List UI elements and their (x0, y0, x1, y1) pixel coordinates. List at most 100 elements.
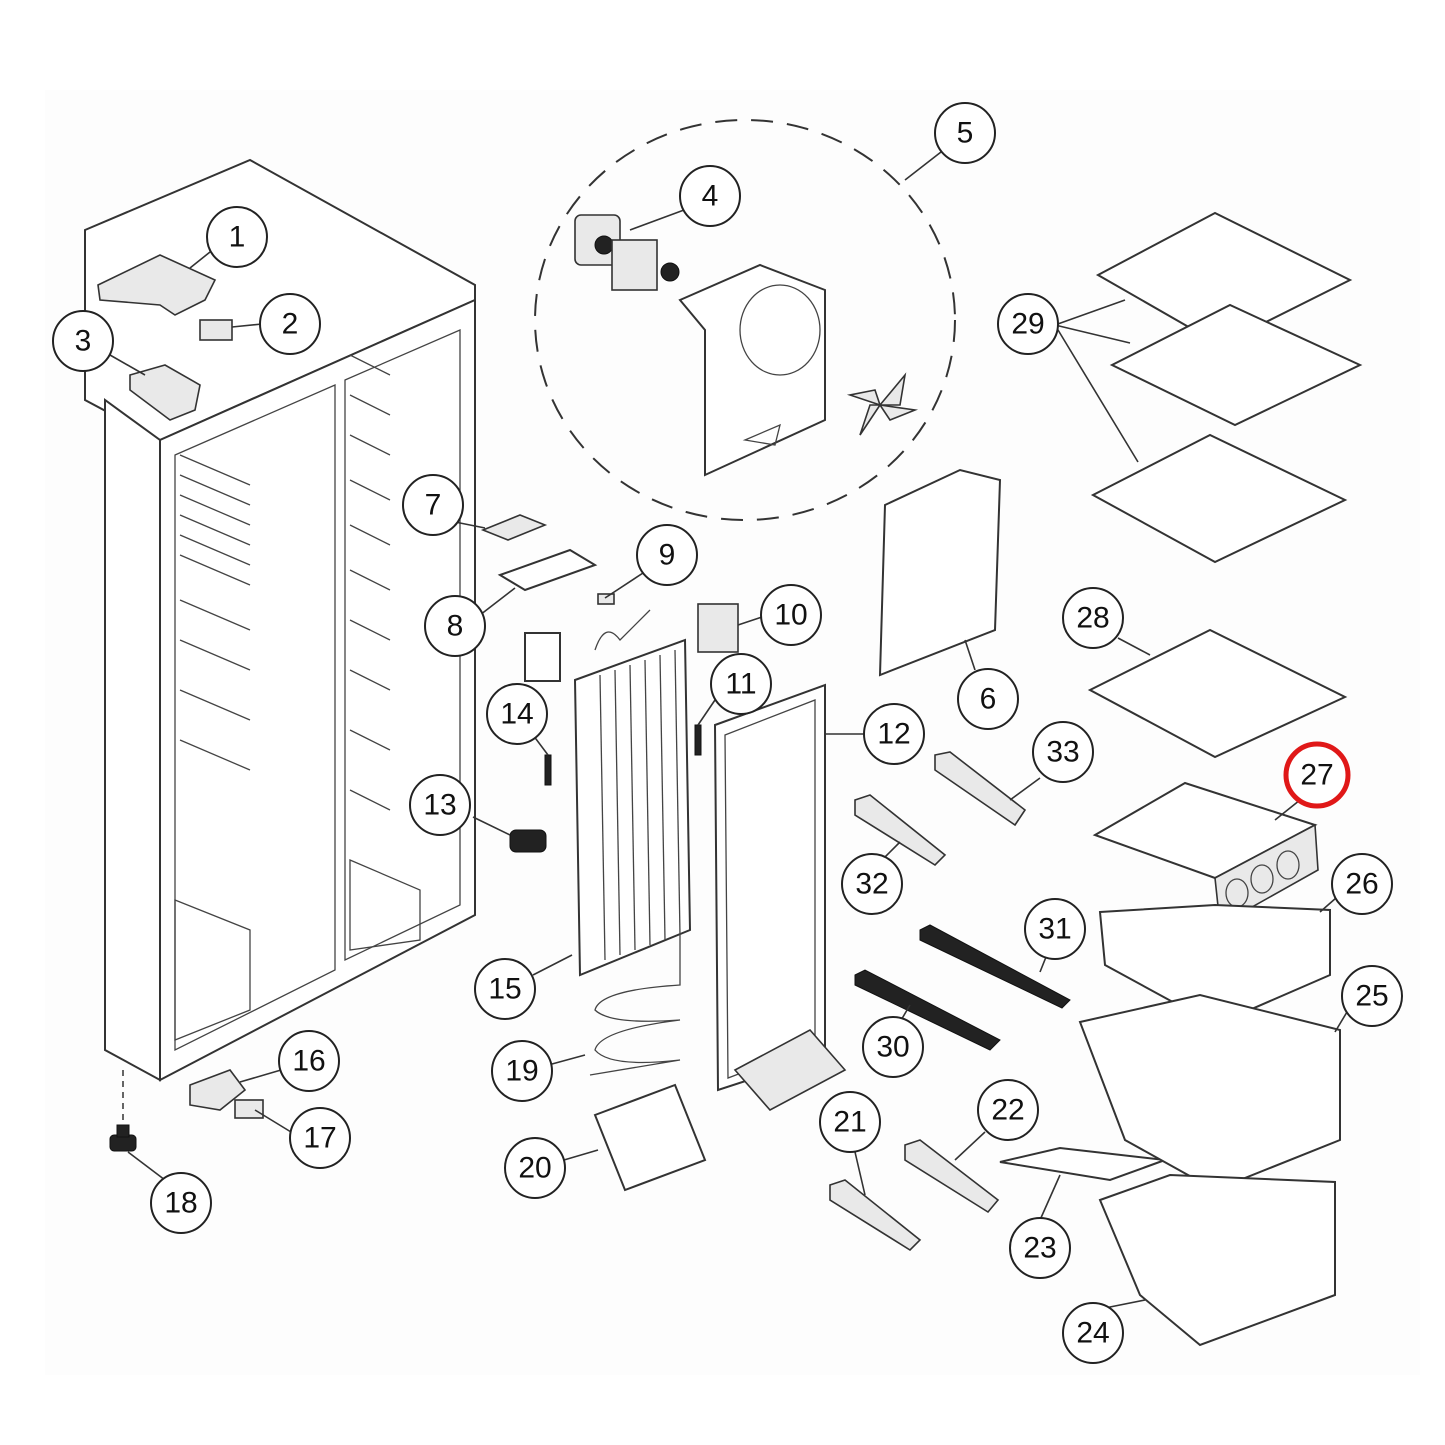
part-8-control-board (497, 548, 598, 592)
svg-text:31: 31 (1038, 913, 1071, 946)
part-2-switch (199, 319, 233, 341)
part-5-fan-assembly-outline (534, 119, 956, 521)
part-21-rail (829, 1179, 922, 1252)
callout-24: 24 (1062, 1302, 1124, 1364)
callout-26: 26 (1331, 853, 1393, 915)
callout-11: 11 (710, 653, 772, 715)
part-4-fan-motor (574, 214, 680, 291)
svg-text:15: 15 (488, 973, 521, 1006)
callout-33: 33 (1032, 721, 1094, 783)
part-16-bottom-hinge (189, 1069, 247, 1111)
svg-text:10: 10 (774, 599, 807, 632)
callout-13: 13 (409, 774, 471, 836)
svg-text:29: 29 (1011, 308, 1044, 341)
callout-5: 5 (934, 102, 996, 164)
callout-8: 8 (424, 595, 486, 657)
part-11-fuse (694, 724, 702, 756)
fan-blade (846, 372, 919, 436)
part-12-cover-panel (713, 683, 847, 1112)
callout-16: 16 (278, 1030, 340, 1092)
svg-text:26: 26 (1345, 868, 1378, 901)
svg-text:21: 21 (833, 1106, 866, 1139)
part-25-crisper (1078, 993, 1341, 1192)
callout-14: 14 (486, 683, 548, 745)
part-17-clip (234, 1099, 264, 1119)
callout-3: 3 (52, 310, 114, 372)
part-29-shelf-top (1095, 211, 1353, 347)
part-29-shelf-bottom (1090, 433, 1348, 564)
callout-9: 9 (636, 524, 698, 586)
part-33-rail (934, 751, 1027, 827)
svg-text:17: 17 (303, 1122, 336, 1155)
part-10-bracket (697, 603, 739, 653)
part-7-plate (480, 514, 548, 541)
part-18-leveling-foot (109, 1070, 137, 1152)
svg-text:7: 7 (425, 489, 442, 522)
callout-18: 18 (150, 1172, 212, 1234)
svg-text:13: 13 (423, 789, 456, 822)
callout-17: 17 (289, 1107, 351, 1169)
svg-text:3: 3 (75, 325, 92, 358)
callout-22: 22 (977, 1079, 1039, 1141)
callout-1: 1 (206, 206, 268, 268)
callout-31: 31 (1024, 898, 1086, 960)
part-3-hinge-plate (129, 364, 201, 421)
svg-text:22: 22 (991, 1094, 1024, 1127)
callout-20: 20 (504, 1137, 566, 1199)
part-31-rail (919, 924, 1071, 1009)
svg-text:2: 2 (282, 308, 299, 341)
callout-30: 30 (862, 1016, 924, 1078)
callout-25: 25 (1341, 965, 1403, 1027)
part-19-defrost-heater (589, 935, 681, 1076)
part-27-ice-tray (1092, 781, 1319, 927)
svg-text:6: 6 (980, 683, 997, 716)
callout-28: 28 (1062, 587, 1124, 649)
svg-text:14: 14 (500, 698, 533, 731)
part-28-shelf (1087, 628, 1348, 759)
svg-text:4: 4 (702, 180, 719, 213)
svg-text:16: 16 (292, 1045, 325, 1078)
svg-text:32: 32 (855, 868, 888, 901)
callout-29: 29 (997, 293, 1059, 355)
callout-12: 12 (863, 703, 925, 765)
svg-text:25: 25 (1355, 980, 1388, 1013)
svg-text:27: 27 (1300, 759, 1333, 792)
callout-19: 19 (491, 1040, 553, 1102)
callout-4: 4 (679, 165, 741, 227)
callout-2: 2 (259, 293, 321, 355)
relay-box (524, 632, 561, 682)
part-14-fuse (544, 754, 552, 786)
leader-lines (109, 151, 1348, 1311)
svg-text:20: 20 (518, 1152, 551, 1185)
part-32-rail (854, 794, 947, 867)
callout-32: 32 (841, 853, 903, 915)
part-20-drain-tray (593, 1083, 707, 1192)
part-29-shelf-mid (1109, 303, 1363, 427)
svg-text:11: 11 (725, 668, 756, 701)
fan-shroud (678, 263, 826, 477)
part-15-evaporator (573, 609, 692, 977)
part-30-rail (854, 969, 1001, 1051)
part-22-rail (904, 1139, 1000, 1214)
callout-15: 15 (474, 958, 536, 1020)
part-1-top-cover (97, 254, 217, 316)
part-9-sensor (597, 593, 615, 605)
callout-21: 21 (819, 1091, 881, 1153)
cabinet-shelf-rails (179, 354, 391, 811)
svg-text:8: 8 (447, 610, 464, 643)
svg-text:19: 19 (505, 1055, 538, 1088)
svg-text:33: 33 (1046, 736, 1079, 769)
svg-text:23: 23 (1023, 1232, 1056, 1265)
callout-10: 10 (760, 584, 822, 646)
svg-text:9: 9 (659, 539, 676, 572)
callout-23: 23 (1009, 1217, 1071, 1279)
part-6-back-panel (878, 468, 1002, 677)
svg-text:28: 28 (1076, 602, 1109, 635)
svg-text:5: 5 (957, 117, 974, 150)
callout-27-highlighted: 27 (1283, 741, 1351, 809)
svg-text:1: 1 (229, 221, 246, 254)
svg-text:18: 18 (164, 1187, 197, 1220)
part-24-bin (1098, 1173, 1336, 1347)
part-26-drawer (1098, 903, 1331, 1027)
